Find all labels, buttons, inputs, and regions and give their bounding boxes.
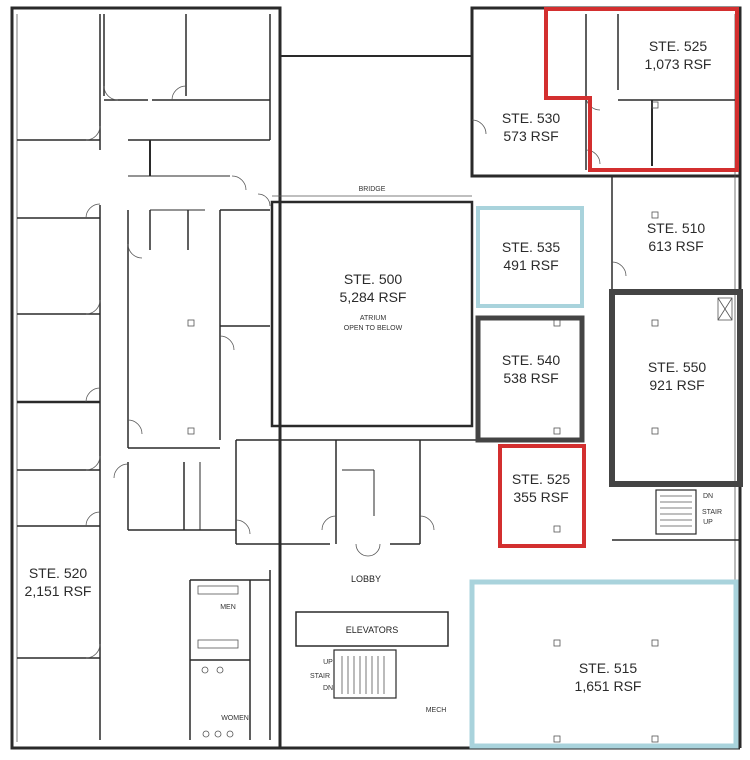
inner-offices (113, 139, 271, 531)
suite-535-area: 491 RSF (503, 257, 558, 273)
core-area: MEN WOMEN ELEVATORS UP STAIR DN MECH LOB… (189, 570, 449, 740)
stair-right-down-label: DN (703, 493, 713, 500)
atrium-suite-500: BRIDGE (270, 186, 474, 428)
suite-510-name: STE. 510 (647, 220, 706, 236)
stair-up-label: UP (323, 659, 333, 666)
suite-500-note-atrium: ATRIUM (360, 315, 386, 322)
men-room-label: MEN (220, 604, 236, 611)
suite-500-note-open: OPEN TO BELOW (344, 325, 403, 332)
suite-520-name: STE. 520 (29, 565, 88, 581)
suite-500-area: 5,284 RSF (340, 289, 407, 305)
stair-treads (341, 656, 385, 694)
suite-515-area: 1,651 RSF (575, 678, 642, 694)
stair-right-label: STAIR (702, 509, 722, 516)
suite-550-name: STE. 550 (648, 359, 707, 375)
suite-525-mid-outline (498, 444, 586, 548)
column-markers (553, 101, 659, 743)
suite-535-outline (476, 206, 584, 308)
stair-label: STAIR (310, 673, 330, 680)
suite-530-name: STE. 530 (502, 110, 561, 126)
suite-540-name: STE. 540 (502, 352, 561, 368)
suite-525-top-area: 1,073 RSF (645, 56, 712, 72)
stair-right-up-label: UP (703, 519, 713, 526)
right-core: DN STAIR UP (611, 176, 740, 541)
suite-540-area: 538 RSF (503, 370, 558, 386)
suite-540-outline (475, 315, 585, 443)
suite-labels: STE. 525 1,073 RSF STE. 530 573 RSF STE.… (25, 38, 712, 694)
suite-510-area: 613 RSF (648, 238, 703, 254)
suite-500-name: STE. 500 (344, 271, 403, 287)
suite-525-mid-name: STE. 525 (512, 471, 571, 487)
suite-520-area: 2,151 RSF (25, 583, 92, 599)
building-outline (10, 6, 742, 750)
suite-highlights (469, 7, 743, 749)
suite-525-top-name: STE. 525 (649, 38, 708, 54)
bridge-label: BRIDGE (359, 186, 386, 193)
mech-room-label: MECH (426, 707, 447, 714)
suite-530-area: 573 RSF (503, 128, 558, 144)
top-right-offices (471, 14, 740, 170)
suite-550-area: 921 RSF (649, 377, 704, 393)
suite-525-top-outline (544, 7, 739, 172)
left-offices (17, 14, 271, 740)
suite-515-outline (469, 579, 739, 749)
suite-550-outline (609, 289, 743, 487)
suite-535-name: STE. 535 (502, 239, 561, 255)
stair-down-label: DN (323, 685, 333, 692)
suite-525-mid-area: 355 RSF (513, 489, 568, 505)
women-room-label: WOMEN (221, 715, 249, 722)
suite-515-name: STE. 515 (579, 660, 638, 676)
elevators-label: ELEVATORS (346, 625, 399, 635)
lobby-label: LOBBY (351, 574, 381, 584)
center-offices (235, 439, 500, 557)
